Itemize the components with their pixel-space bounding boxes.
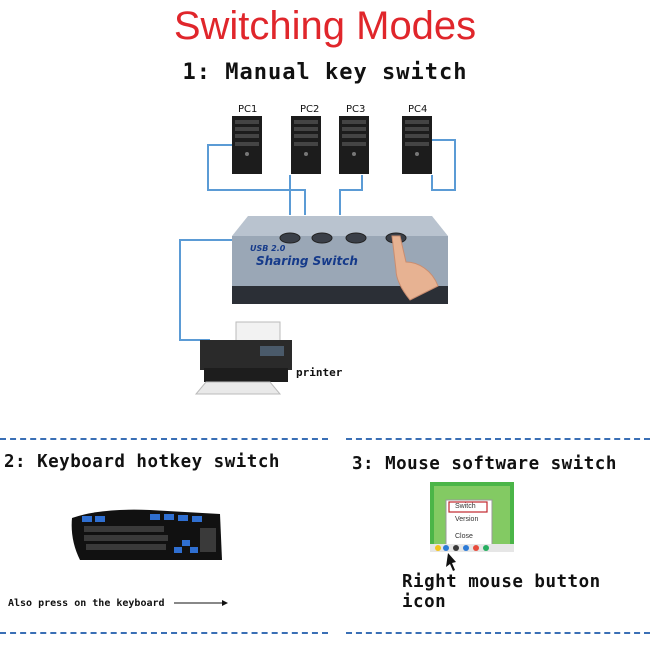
cable-pc2 (289, 175, 306, 215)
pc-label-2: PC2 (300, 104, 320, 115)
cable-pc3 (339, 175, 363, 215)
cable-printer (179, 239, 236, 341)
separator-left (0, 438, 328, 440)
selector-buttons (279, 232, 407, 244)
pc-tower-3 (339, 116, 369, 174)
pc-label-3: PC3 (346, 104, 366, 115)
separator-bottom-right (346, 632, 650, 634)
taskbar-icons (435, 545, 489, 551)
printer-label: printer (296, 366, 343, 379)
device-usb-label: USB 2.0 (250, 244, 286, 253)
cable-pc1 (207, 144, 291, 215)
cable-pc4 (431, 139, 456, 191)
menu-item-close: Close (455, 533, 473, 540)
button-3 (345, 232, 367, 244)
pc-tower-2 (291, 116, 321, 174)
arrow-right-icon (174, 600, 228, 606)
cables (179, 139, 456, 341)
right-mouse-caption: Right mouse button icon (402, 572, 601, 612)
desktop-screenshot (430, 482, 514, 552)
pointing-hand-icon (391, 235, 439, 301)
switch-highlight (448, 501, 488, 513)
pc-label-1: PC1 (238, 104, 258, 115)
device-name-label: Sharing Switch (256, 254, 358, 268)
keyboard-switch-heading: 2: Keyboard hotkey switch (4, 452, 280, 472)
menu-item-switch: Switch (455, 503, 476, 510)
separator-right (346, 438, 650, 440)
pc-tower-4 (402, 116, 432, 174)
button-1 (279, 232, 301, 244)
printer-image (194, 321, 292, 395)
manual-switch-heading: 1: Manual key switch (182, 60, 468, 85)
cursor-arrow-icon (446, 553, 456, 571)
menu-item-version: Version (455, 516, 479, 523)
separator-bottom-left (0, 632, 328, 634)
keyboard-note: Also press on the keyboard (8, 598, 165, 609)
page-title: Switching Modes (173, 4, 477, 48)
pc-label-4: PC4 (408, 104, 428, 115)
context-menu (445, 499, 493, 549)
pc-tower-1 (232, 116, 262, 174)
mouse-switch-heading: 3: Mouse software switch (352, 454, 617, 474)
keyboard-image (71, 509, 223, 560)
button-2 (311, 232, 333, 244)
